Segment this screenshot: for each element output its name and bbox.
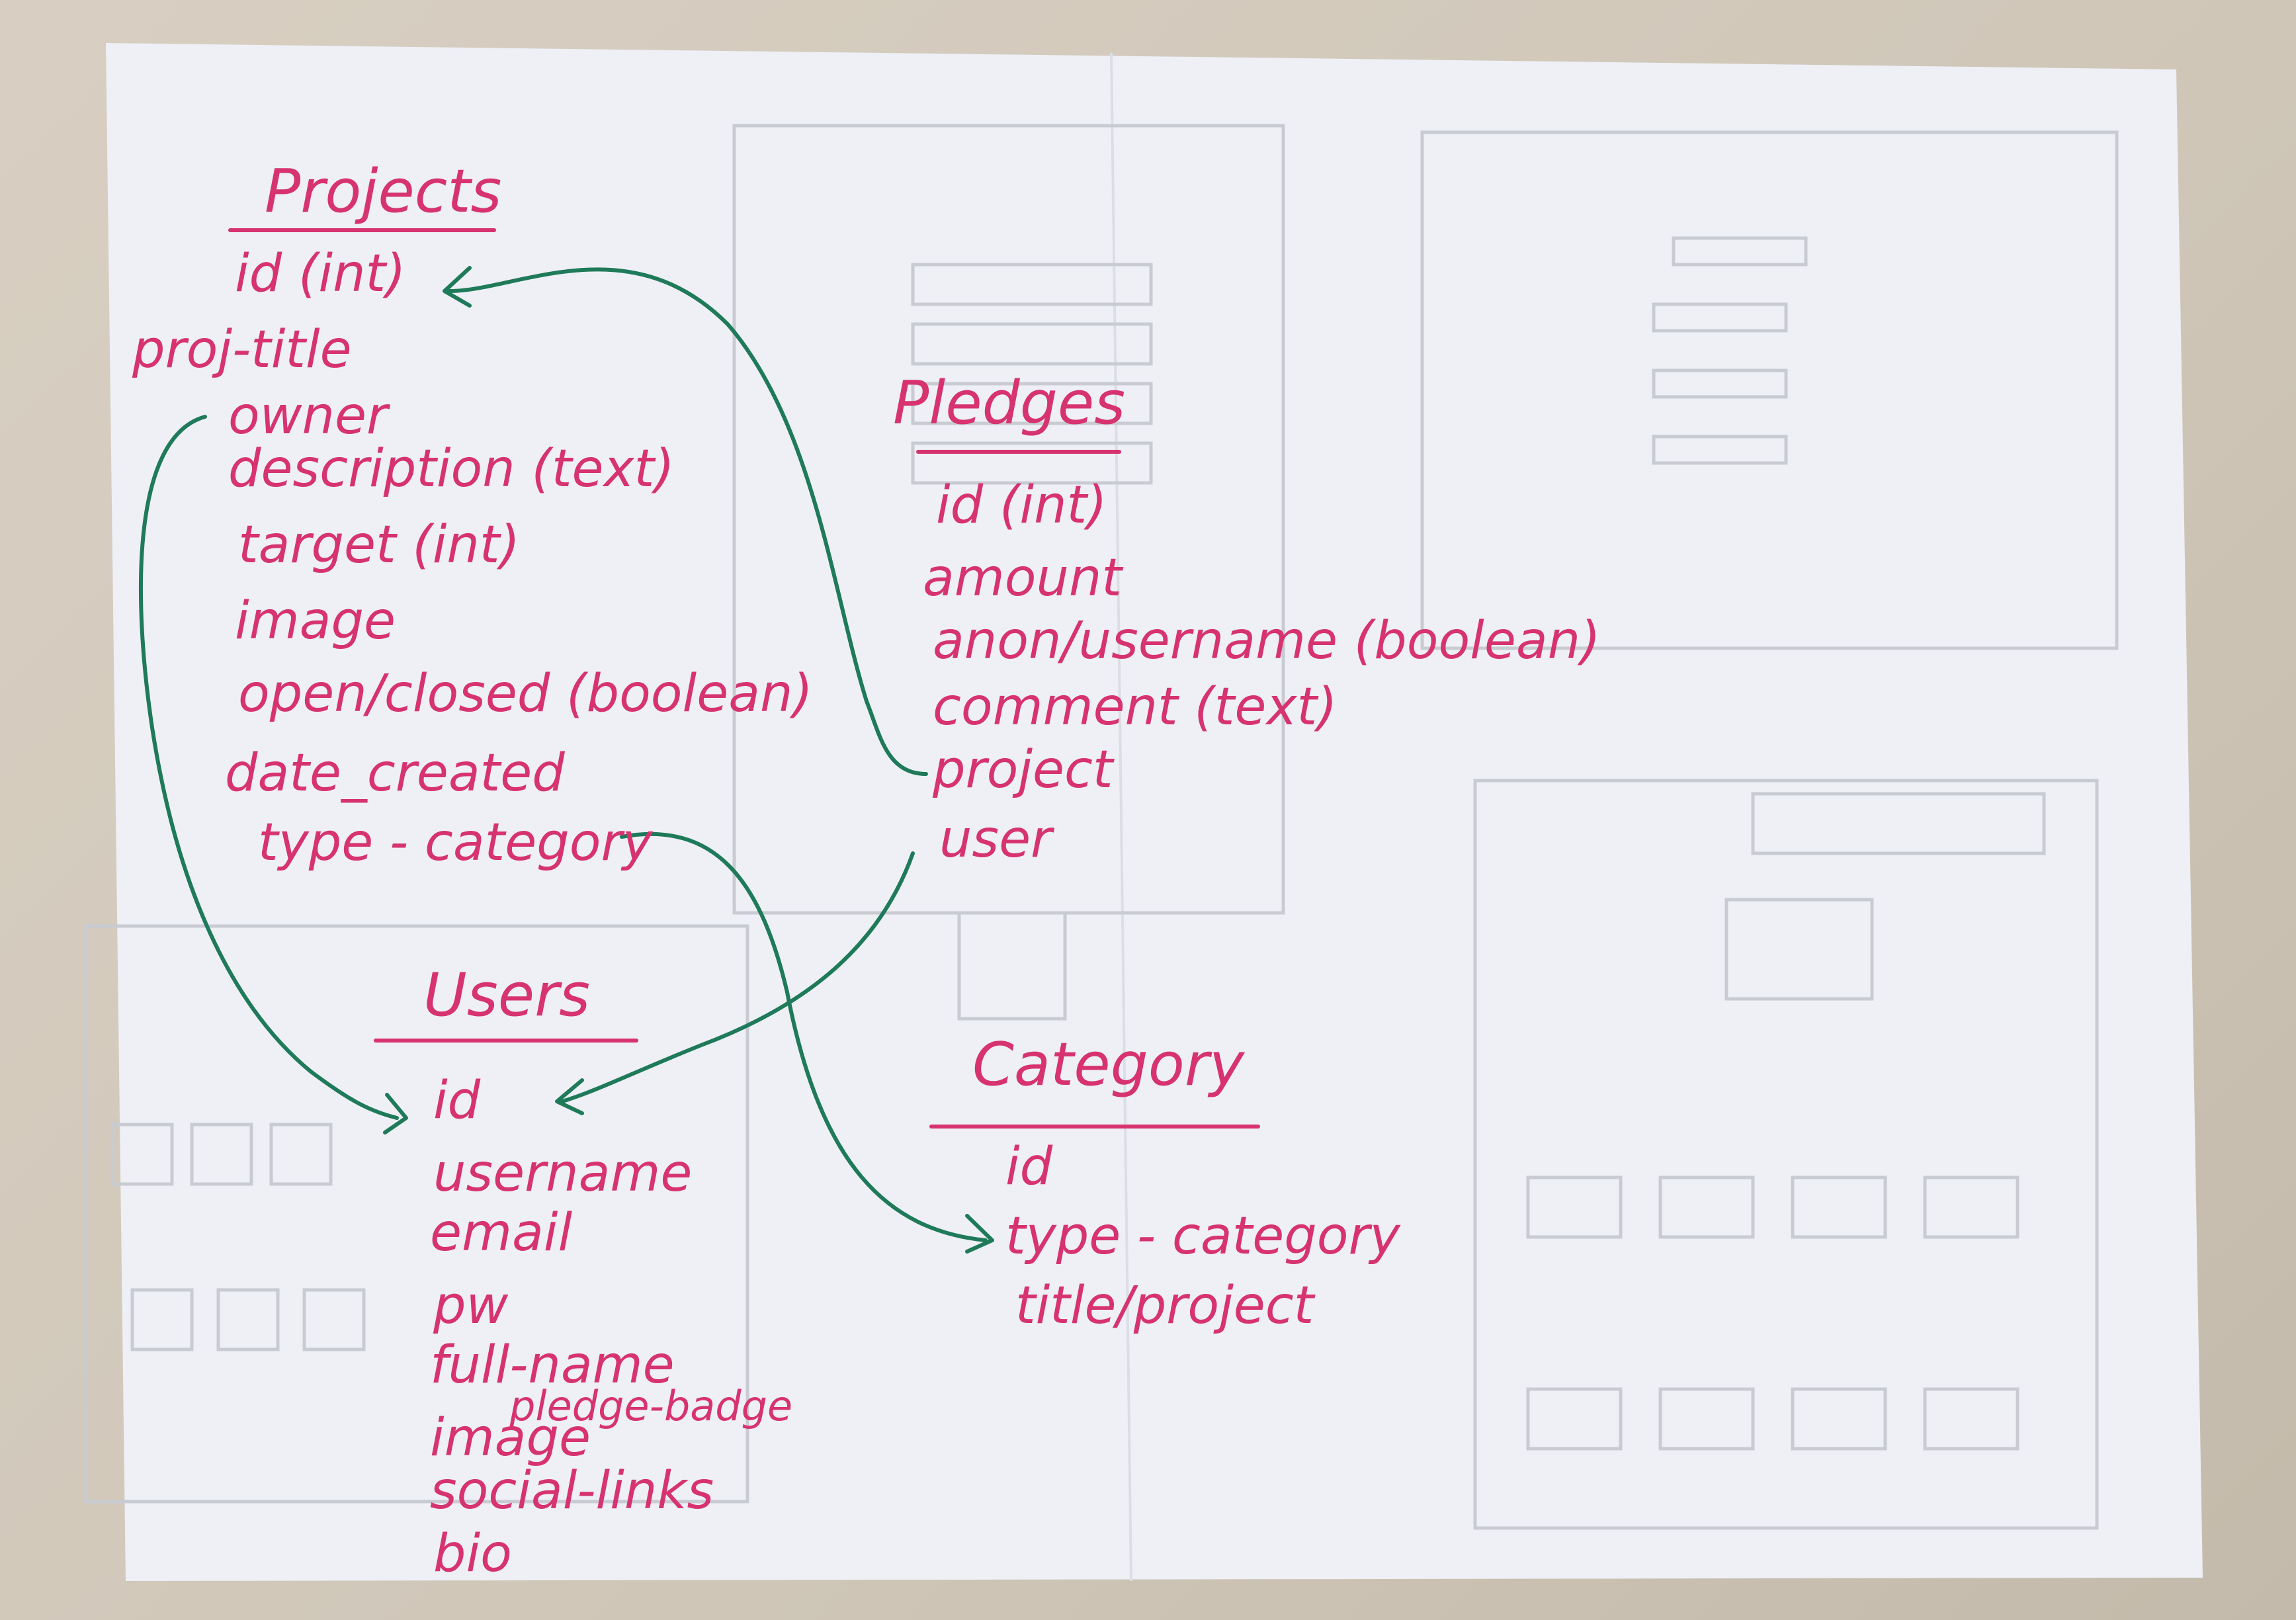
connector-projects-category-to-category-type bbox=[620, 831, 988, 1242]
projects-title: Projects bbox=[265, 157, 502, 226]
users-field-username: username bbox=[433, 1144, 693, 1203]
pledges-field-user: user bbox=[939, 810, 1052, 869]
users-field-full-name: full-name bbox=[430, 1336, 675, 1395]
pledges-field-project: project bbox=[933, 740, 1113, 800]
users-field-image: image bbox=[430, 1408, 591, 1468]
category-title: Category bbox=[972, 1030, 1245, 1099]
category-field-id: id bbox=[1005, 1137, 1053, 1197]
projects-field-description: description (text) bbox=[228, 439, 675, 499]
projects-field-owner: owner bbox=[228, 386, 388, 446]
users-title: Users bbox=[423, 960, 591, 1030]
projects-field-proj-title: proj-title bbox=[132, 320, 352, 380]
users-field-social-links: social-links bbox=[430, 1461, 714, 1521]
users-underline bbox=[374, 1039, 638, 1043]
projects-field-target: target (int) bbox=[238, 515, 520, 575]
projects-field-image: image bbox=[235, 591, 396, 651]
projects-field-date-created: date_created bbox=[225, 744, 565, 803]
pledges-field-id: id (int) bbox=[936, 476, 1107, 535]
pledges-field-comment: comment (text) bbox=[933, 677, 1338, 737]
pledges-field-anon-username: anon/username (boolean) bbox=[933, 611, 1601, 671]
category-field-title-project: title/project bbox=[1015, 1276, 1314, 1336]
category-field-type-category: type - category bbox=[1005, 1207, 1400, 1266]
arrowhead-category-type bbox=[965, 1214, 994, 1254]
connector-projects-owner-to-users-id bbox=[138, 415, 399, 1120]
arrowhead-projects-id bbox=[443, 266, 472, 308]
arrowhead-users-id-from-pledges bbox=[555, 1078, 584, 1115]
pledges-underline bbox=[916, 450, 1121, 454]
users-field-pw: pw bbox=[433, 1276, 509, 1336]
users-field-email: email bbox=[430, 1203, 573, 1263]
pledges-title: Pledges bbox=[893, 368, 1126, 438]
projects-underline bbox=[228, 228, 496, 232]
projects-field-open-closed: open/closed (boolean) bbox=[238, 664, 813, 724]
users-field-pledge-badge: pledge-badge bbox=[509, 1382, 793, 1430]
projects-field-type-category: type - category bbox=[258, 813, 653, 873]
category-underline bbox=[929, 1125, 1260, 1129]
users-field-id: id bbox=[433, 1071, 481, 1130]
pledges-field-amount: amount bbox=[923, 548, 1122, 608]
projects-field-id: id (int) bbox=[235, 244, 406, 304]
connector-pledges-user-to-users-id bbox=[560, 851, 915, 1103]
connector-pledges-project-to-projects-id bbox=[448, 267, 928, 776]
arrowhead-users-id-from-owner bbox=[383, 1093, 408, 1134]
users-field-bio: bio bbox=[433, 1524, 512, 1584]
